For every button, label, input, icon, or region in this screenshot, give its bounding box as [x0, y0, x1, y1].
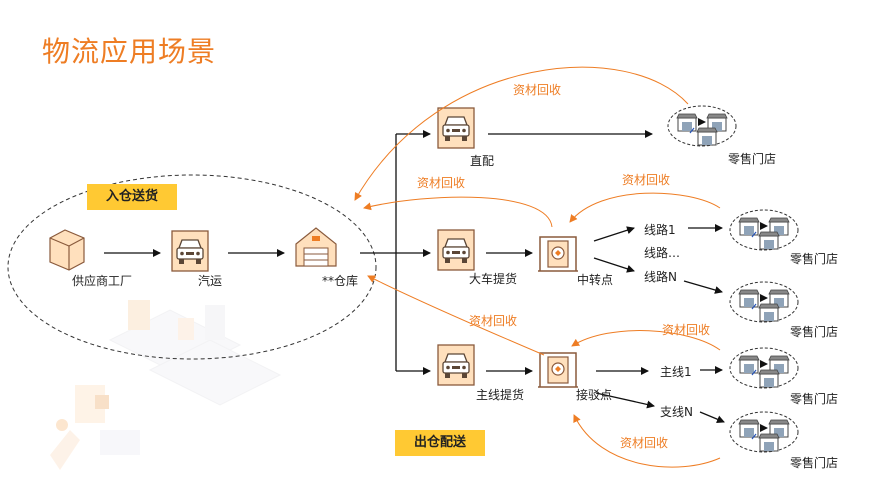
recycle-label: 资材回收	[662, 323, 711, 337]
route-1: 线路1	[644, 223, 676, 237]
warehouse-label: **仓库	[322, 274, 359, 288]
branch-line-n: 支线N	[660, 405, 693, 419]
store-label: 零售门店	[728, 152, 777, 166]
store-icon	[668, 106, 736, 146]
flow-arrows	[104, 130, 725, 423]
recycle-label: 资材回收	[417, 176, 466, 190]
direct-truck-icon	[437, 107, 475, 149]
inbound-tag: 入仓送货	[87, 184, 177, 210]
recycle-arrows	[354, 66, 721, 468]
store-label: 零售门店	[790, 252, 839, 266]
trunk-truck-icon	[437, 344, 475, 386]
hub-gate-icon	[537, 236, 579, 272]
hub-label: 中转点	[577, 273, 614, 287]
bigtruck-label: 大车提货	[469, 272, 518, 286]
box-icon	[49, 229, 85, 271]
trunk-label: 主线提货	[476, 388, 525, 402]
store-icon	[730, 210, 798, 250]
route-n: 线路N	[644, 270, 677, 284]
truck-icon	[171, 230, 209, 272]
recycle-label: 资材回收	[513, 83, 562, 97]
recycle-label: 资材回收	[620, 436, 669, 450]
transfer-label: 接驳点	[576, 388, 613, 402]
recycle-label: 资材回收	[622, 173, 671, 187]
route-more: 线路…	[644, 246, 681, 260]
warehouse-icon	[295, 227, 337, 267]
direct-label: 直配	[470, 154, 495, 168]
store-label: 零售门店	[790, 456, 839, 470]
store-label: 零售门店	[790, 392, 839, 406]
store-icon	[730, 282, 798, 322]
truck-label: 汽运	[198, 274, 223, 288]
recycle-label: 资材回收	[469, 314, 518, 328]
store-icon	[730, 348, 798, 388]
store-icon	[730, 412, 798, 452]
slide-title: 物流应用场景	[42, 35, 217, 68]
inbound-boundary	[7, 174, 377, 360]
main-line-1: 主线1	[660, 365, 692, 379]
background-illustration	[50, 300, 282, 470]
bigtruck-icon	[437, 229, 475, 271]
supplier-label: 供应商工厂	[72, 274, 133, 288]
outbound-tag: 出仓配送	[395, 430, 485, 456]
store-label: 零售门店	[790, 325, 839, 339]
transfer-gate-icon	[537, 352, 579, 388]
